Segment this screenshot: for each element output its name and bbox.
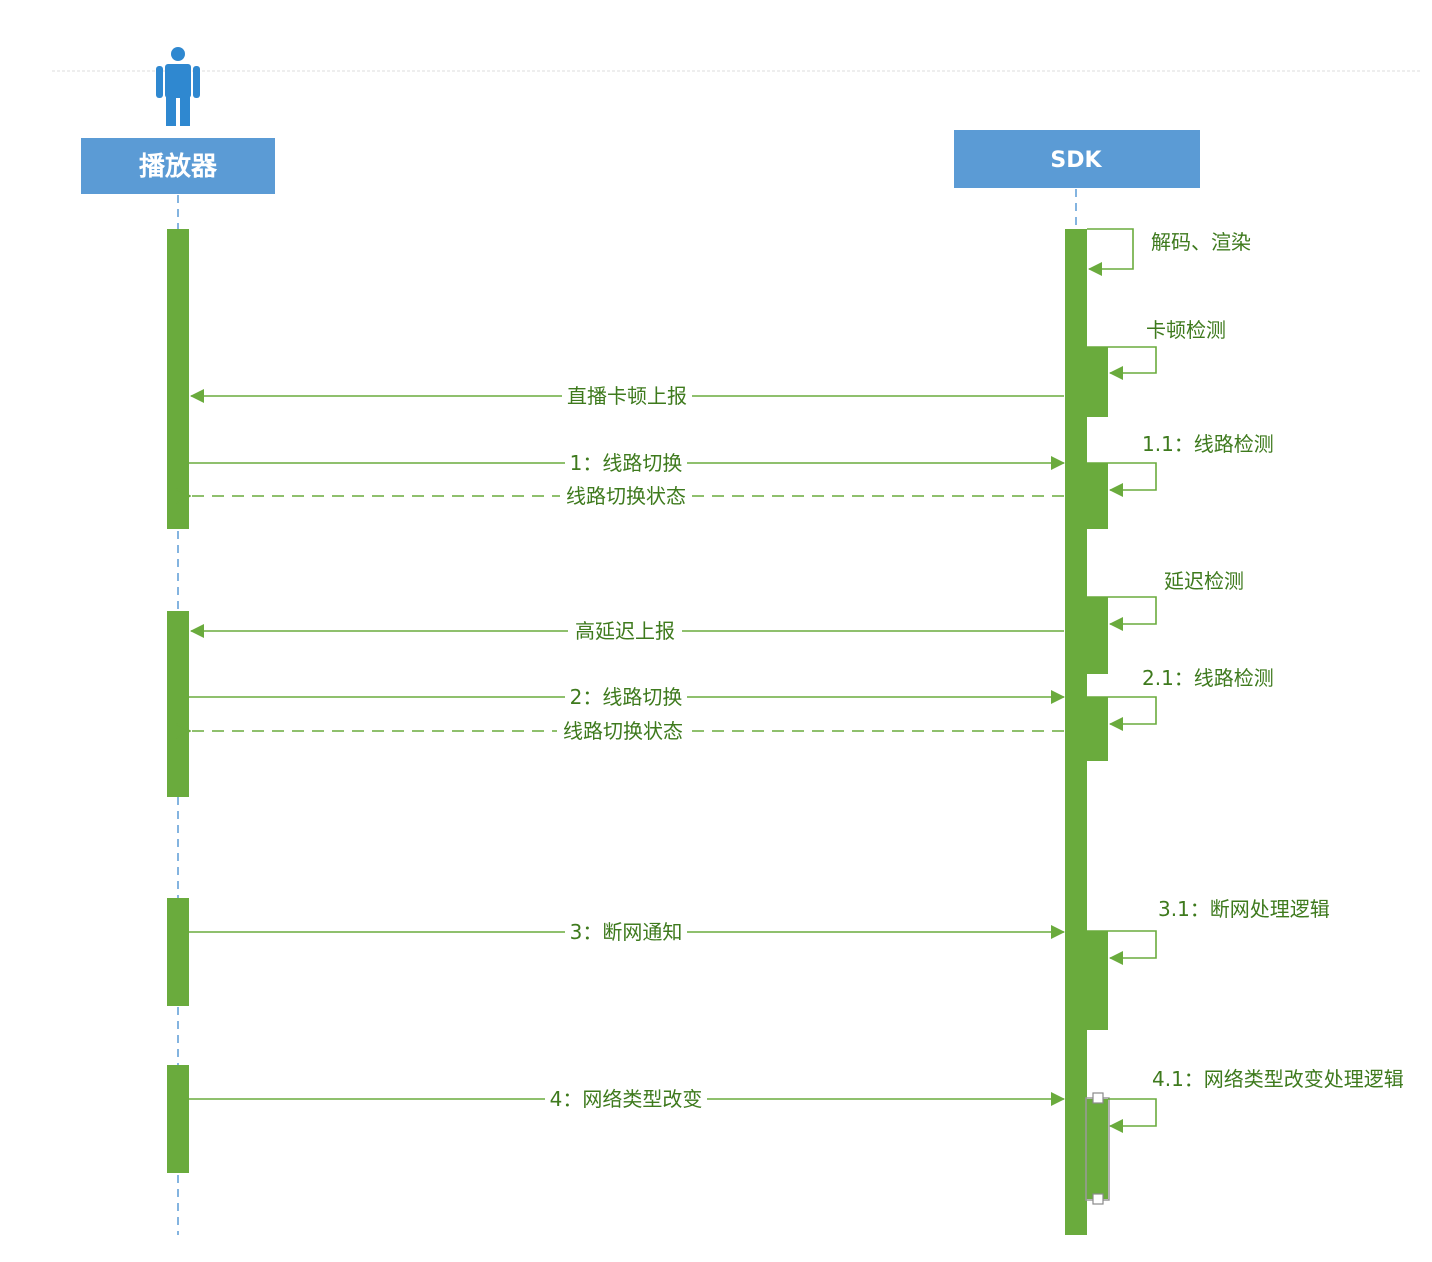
self-message-label: 3.1：断网处理逻辑 (1158, 897, 1330, 921)
message-label: 线路切换状态 (566, 484, 686, 508)
selection-handle[interactable] (1092, 1193, 1104, 1205)
self-message-label: 4.1：网络类型改变处理逻辑 (1152, 1067, 1404, 1091)
message-return[interactable]: 线路切换状态 (190, 718, 1064, 744)
sdk-nested-activation (1087, 597, 1108, 674)
sdk-nested-activation-selected[interactable] (1087, 1099, 1108, 1199)
sdk-nested-activation (1087, 347, 1108, 417)
self-message-label: 卡顿检测 (1146, 318, 1226, 342)
person-icon (156, 47, 200, 126)
message[interactable]: 2：线路切换 (189, 684, 1065, 710)
self-message[interactable]: 延迟检测 (1087, 569, 1244, 631)
player-activation (167, 898, 189, 1006)
message-label: 3：断网通知 (570, 920, 683, 944)
message-label: 1：线路切换 (570, 451, 683, 475)
sdk-nested-activation (1087, 463, 1108, 529)
selection-handle[interactable] (1092, 1092, 1104, 1104)
player-activation (167, 1065, 189, 1173)
message[interactable]: 直播卡顿上报 (190, 383, 1064, 409)
self-message[interactable]: 1.1：线路检测 (1087, 432, 1274, 497)
self-message[interactable]: 3.1：断网处理逻辑 (1087, 897, 1330, 965)
self-message-label: 1.1：线路检测 (1142, 432, 1274, 456)
self-message-label: 2.1：线路检测 (1142, 666, 1274, 690)
participant-sdk-label: SDK (1050, 148, 1102, 173)
message-label: 高延迟上报 (575, 619, 675, 643)
player-activation (167, 611, 189, 797)
participant-player[interactable]: 播放器 (81, 138, 275, 194)
self-message[interactable]: 解码、渲染 (1087, 228, 1251, 276)
self-message[interactable]: 卡顿检测 (1087, 318, 1226, 380)
player-activation (167, 229, 189, 529)
self-message-label: 延迟检测 (1164, 569, 1244, 593)
participant-player-label: 播放器 (139, 151, 218, 182)
self-message[interactable]: 4.1：网络类型改变处理逻辑 (1108, 1067, 1404, 1133)
message[interactable]: 1：线路切换 (189, 450, 1065, 476)
sdk-activation (1065, 229, 1087, 1235)
message[interactable]: 4：网络类型改变 (189, 1086, 1065, 1112)
self-message[interactable]: 2.1：线路检测 (1087, 666, 1274, 731)
message-return[interactable]: 线路切换状态 (190, 483, 1064, 509)
message-label: 直播卡顿上报 (567, 384, 687, 408)
message[interactable]: 高延迟上报 (190, 618, 1064, 644)
message-label: 2：线路切换 (570, 685, 683, 709)
sdk-nested-activation (1087, 931, 1108, 1030)
message-label: 4：网络类型改变 (550, 1087, 703, 1111)
participant-sdk[interactable]: SDK (954, 130, 1200, 188)
message-label: 线路切换状态 (563, 719, 683, 743)
sdk-nested-activation (1087, 697, 1108, 761)
self-message-label: 解码、渲染 (1151, 230, 1251, 254)
message[interactable]: 3：断网通知 (189, 919, 1065, 945)
selection-frame[interactable] (1085, 1092, 1110, 1205)
